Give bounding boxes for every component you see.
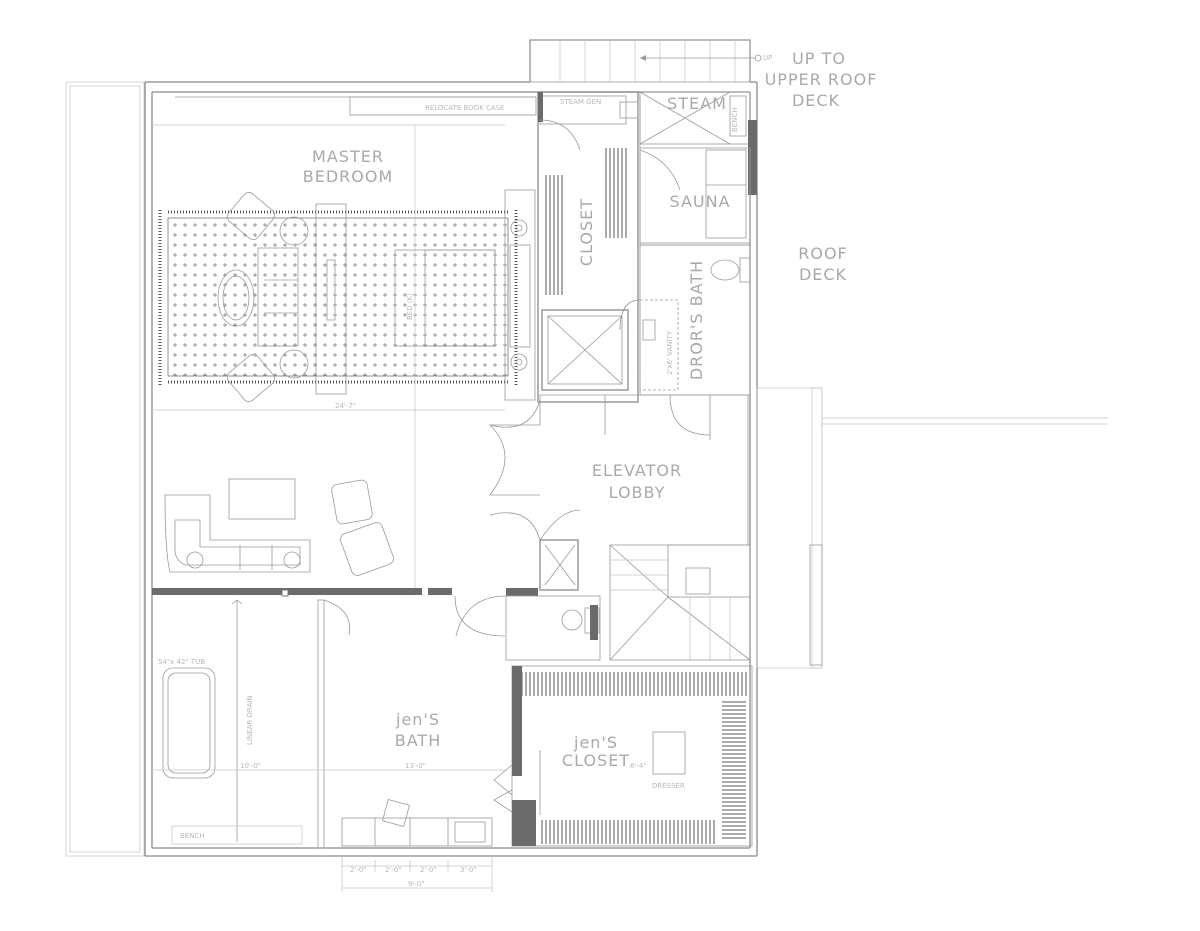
- jen-closet-dimension: 8'-4": [630, 762, 647, 770]
- bottom-dim-2: 2'-0": [385, 866, 402, 874]
- left-roof-edge: [65, 81, 145, 857]
- vanity-label: 2'x6' VANITY: [666, 330, 674, 375]
- roof-deck-label-line1: ROOF: [798, 244, 848, 263]
- jens-closet: [493, 665, 753, 847]
- master-dimension: 24'-7": [335, 402, 356, 410]
- sitting-area: [217, 192, 347, 402]
- roof-stair: [529, 39, 762, 83]
- drors-bath: [619, 244, 751, 396]
- bottom-dim-3: 2'-0": [420, 866, 437, 874]
- master-bedroom-label-line2: BEDROOM: [303, 167, 394, 186]
- tub-label: 54"x 42" TUB: [158, 658, 205, 666]
- jens-bath-label-line1: jen'S: [395, 710, 440, 729]
- elevator-lobby-label-line2: LOBBY: [609, 483, 666, 502]
- bath-bench-label: BENCH: [180, 832, 205, 840]
- elevator-lobby-label-line1: ELEVATOR: [592, 461, 682, 480]
- bath-dimension-left: 10'-0": [240, 762, 261, 770]
- jens-bath-label-line2: BATH: [395, 731, 441, 750]
- lobby: [489, 394, 750, 591]
- steam-label: STEAM: [667, 94, 727, 113]
- jens-closet-label-line1: jen'S: [573, 733, 618, 752]
- upper-roof-deck-label-line3: DECK: [792, 91, 840, 110]
- jens-closet-label-line2: CLOSET: [562, 751, 630, 770]
- bottom-dim-1: 2'-0": [350, 866, 367, 874]
- upper-roof-deck-label-line1: UP TO: [792, 49, 846, 68]
- closet-core: [537, 91, 641, 403]
- powder-room: [454, 595, 601, 661]
- drors-bath-label: DROR'S BATH: [687, 260, 706, 380]
- bottom-dim-4: 3'-0": [460, 866, 477, 874]
- elevator: [541, 309, 629, 391]
- main-stair: [609, 544, 751, 661]
- jens-bath: [152, 599, 505, 849]
- living-area: [164, 478, 394, 576]
- steam-gen-label: STEAM GEN: [560, 98, 601, 106]
- bottom-dimensions: [341, 856, 493, 892]
- relocate-bookcase-label: RELOCATE BOOK CASE: [425, 104, 505, 112]
- dresser-label: DRESSER: [652, 782, 685, 790]
- bedroom-south-wall: [152, 588, 538, 597]
- upper-roof-deck-label-line2: UPPER ROOF: [765, 70, 878, 89]
- right-balcony: [756, 387, 1108, 669]
- roof-deck-label-line2: DECK: [799, 265, 847, 284]
- bed-label: BED (K): [406, 293, 414, 320]
- bed: [394, 189, 536, 401]
- bath-dimension-mid: 13'-0": [405, 762, 426, 770]
- bedroom-rug: [158, 210, 518, 385]
- master-bedroom-label-line1: MASTER: [312, 147, 384, 166]
- steam-sauna: [639, 91, 757, 246]
- up-arrow-label: UP: [763, 54, 772, 62]
- bottom-dim-total: 9'-0": [408, 880, 425, 888]
- closet-label: CLOSET: [577, 198, 596, 266]
- steam-bench-label: BENCH: [731, 107, 739, 132]
- linear-drain-label: LINEAR DRAIN: [246, 695, 254, 745]
- sauna-label: SAUNA: [669, 192, 730, 211]
